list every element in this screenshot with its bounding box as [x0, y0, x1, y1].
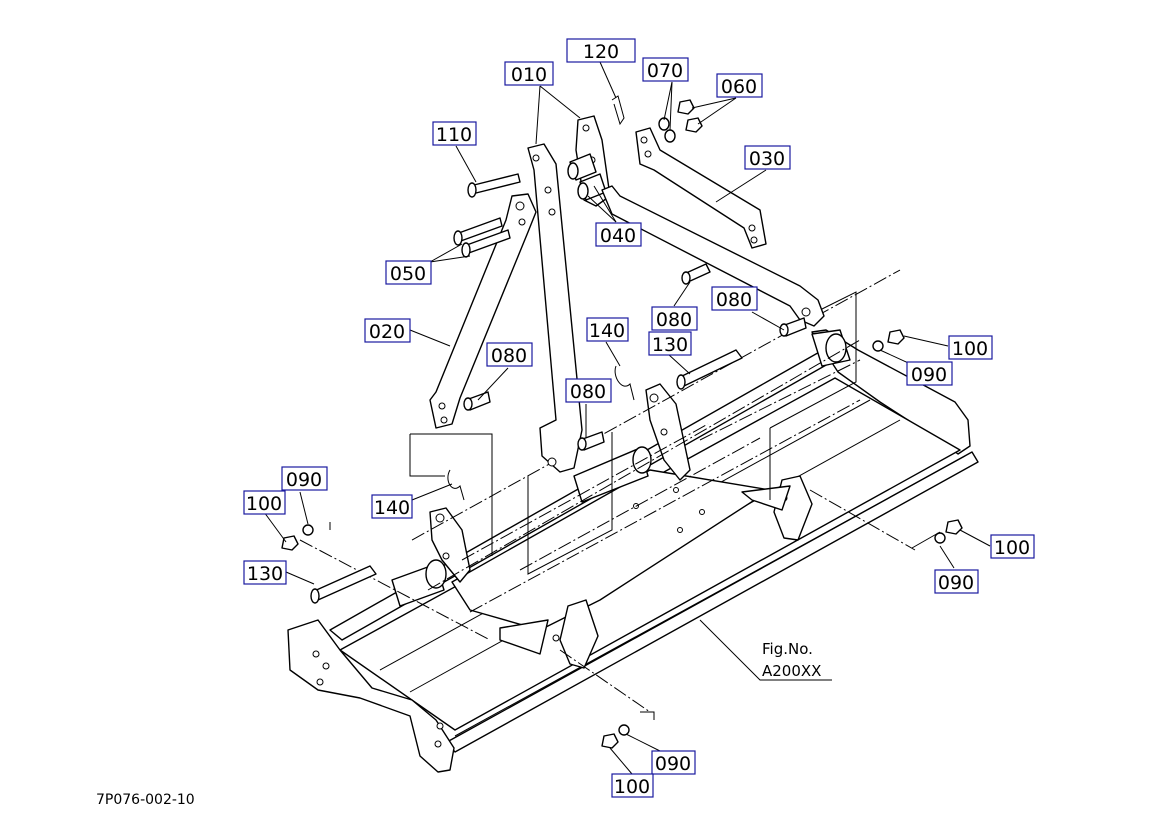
callout-130-b-text: 130 — [247, 563, 283, 585]
fig-label: Fig.No. — [762, 640, 813, 658]
callout-080-b-text: 080 — [656, 309, 692, 331]
callout-050[interactable]: 050 — [385, 260, 432, 285]
callout-120-text: 120 — [583, 41, 619, 63]
drawing-code: 7P076-002-10 — [96, 792, 195, 808]
callout-100-c[interactable]: 100 — [990, 534, 1035, 559]
callout-100-b[interactable]: 100 — [243, 490, 286, 515]
top-link-parts — [429, 115, 825, 473]
callout-010[interactable]: 010 — [504, 61, 554, 86]
callout-100-b-text: 100 — [246, 493, 282, 515]
callout-140-a[interactable]: 140 — [586, 317, 629, 342]
callout-060[interactable]: 060 — [716, 73, 763, 98]
callout-100-d[interactable]: 100 — [611, 773, 654, 798]
callout-130-a-text: 130 — [652, 334, 688, 356]
callout-060-text: 060 — [721, 76, 757, 98]
callout-140-b[interactable]: 140 — [371, 494, 413, 519]
callout-labels: 120 010 070 060 110 030 040 050 — [243, 38, 1035, 798]
callout-140-a-text: 140 — [589, 320, 625, 342]
callout-090-a[interactable]: 090 — [906, 361, 953, 386]
callout-070-text: 070 — [647, 60, 683, 82]
callout-080-d[interactable]: 080 — [565, 378, 612, 403]
callout-100-d-text: 100 — [614, 776, 650, 798]
callout-040[interactable]: 040 — [595, 222, 642, 247]
callout-020[interactable]: 020 — [364, 318, 411, 343]
callout-090-a-text: 090 — [911, 364, 947, 386]
callout-110-text: 110 — [436, 124, 472, 146]
callout-070[interactable]: 070 — [642, 57, 689, 82]
callout-080-c[interactable]: 080 — [486, 342, 533, 367]
callout-050-text: 050 — [390, 263, 426, 285]
callout-030-text: 030 — [749, 148, 785, 170]
callout-080-b[interactable]: 080 — [651, 306, 698, 331]
fasteners — [281, 95, 963, 749]
callout-040-text: 040 — [600, 225, 636, 247]
callout-080-c-text: 080 — [491, 345, 527, 367]
callout-090-d-text: 090 — [655, 753, 691, 775]
callout-080-a[interactable]: 080 — [711, 286, 758, 311]
callout-100-a[interactable]: 100 — [948, 335, 993, 360]
callout-130-a[interactable]: 130 — [648, 331, 692, 356]
callout-140-b-text: 140 — [374, 497, 410, 519]
figure-reference: Fig.No. A200XX — [762, 640, 821, 680]
callout-080-d-text: 080 — [570, 381, 606, 403]
callout-110[interactable]: 110 — [432, 121, 477, 146]
callout-080-a-text: 080 — [716, 289, 752, 311]
callout-120[interactable]: 120 — [566, 38, 636, 63]
callout-090-b[interactable]: 090 — [281, 466, 328, 491]
callout-030[interactable]: 030 — [744, 145, 791, 170]
callout-130-b[interactable]: 130 — [243, 560, 287, 585]
callout-010-text: 010 — [511, 64, 547, 86]
callout-090-b-text: 090 — [286, 469, 322, 491]
callout-090-c[interactable]: 090 — [934, 569, 979, 594]
callout-020-text: 020 — [369, 321, 405, 343]
callout-090-d[interactable]: 090 — [651, 750, 696, 775]
fig-number: A200XX — [762, 662, 821, 680]
callout-090-c-text: 090 — [938, 572, 974, 594]
callout-100-a-text: 100 — [952, 338, 988, 360]
callout-100-c-text: 100 — [994, 537, 1030, 559]
